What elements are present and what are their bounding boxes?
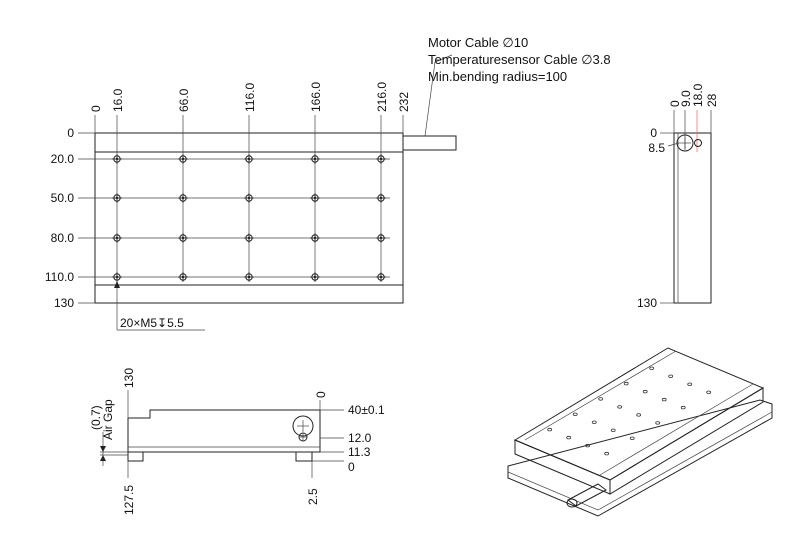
front-dim-12: 12.0 xyxy=(348,431,372,445)
y-extension-lines xyxy=(78,132,390,304)
front-dim-11-3: 11.3 xyxy=(348,445,371,459)
iso-hole xyxy=(642,389,648,394)
iso-hole xyxy=(610,428,616,432)
iso-hole xyxy=(629,436,635,440)
mounting-hole xyxy=(244,193,254,203)
x-dim-232: 232 xyxy=(397,92,411,112)
x-dim-216: 216.0 xyxy=(375,82,389,112)
front-dim-40: 40±0.1 xyxy=(348,403,385,417)
mounting-hole xyxy=(178,193,188,203)
iso-holes xyxy=(547,366,712,456)
y-dim-0: 0 xyxy=(67,126,74,140)
iso-cable xyxy=(567,483,607,507)
iso-hole xyxy=(566,435,572,440)
mounting-hole xyxy=(244,233,254,243)
motor-cable-note: Motor Cable ∅10 xyxy=(428,35,528,50)
cable-notes: Motor Cable ∅10 Temperaturesensor Cable … xyxy=(428,35,611,84)
top-view: 0 16.0 66.0 116.0 166.0 216.0 232 0 20.0… xyxy=(45,54,457,331)
bending-radius-note: Min.bending radius=100 xyxy=(428,69,567,84)
iso-hole xyxy=(655,421,661,425)
iso-hole xyxy=(585,443,591,448)
side-dim-8-5: 8.5 xyxy=(648,141,665,155)
x-dim-116: 116.0 xyxy=(243,83,257,112)
side-dim-18: 18.0 xyxy=(691,83,705,107)
front-dim-0: 0 xyxy=(314,391,328,398)
cable-leader xyxy=(424,54,453,137)
side-dim-0: 0 xyxy=(668,100,682,107)
air-gap-label: Air Gap xyxy=(101,399,115,440)
y-dim-110: 110.0 xyxy=(45,270,74,284)
iso-hole xyxy=(649,366,655,370)
y-dim-50: 50.0 xyxy=(51,191,75,205)
iso-hole xyxy=(623,381,629,386)
hole-note-arrow xyxy=(114,281,120,288)
front-dim-2-5: 2.5 xyxy=(306,488,320,505)
iso-hole xyxy=(598,397,604,401)
iso-hole xyxy=(680,405,686,410)
iso-hole xyxy=(617,405,623,409)
iso-slider-side xyxy=(609,387,764,495)
mounting-hole xyxy=(244,272,254,282)
side-dim-left-0: 0 xyxy=(650,126,657,140)
side-dim-130: 130 xyxy=(637,296,657,310)
cable-stub xyxy=(402,135,457,151)
iso-base-rail xyxy=(507,399,773,517)
iso-hole xyxy=(706,390,712,394)
mounting-hole xyxy=(376,154,386,164)
front-dim-127-5: 127.5 xyxy=(122,485,136,515)
iso-hole xyxy=(661,397,667,402)
side-view: 0 9.0 18.0 28 0 8.5 130 xyxy=(637,83,719,310)
x-dim-66: 66.0 xyxy=(177,88,191,112)
mounting-hole xyxy=(112,154,122,164)
side-view-outline xyxy=(673,132,712,304)
mounting-hole xyxy=(376,233,386,243)
iso-hole xyxy=(636,413,642,417)
sensor-port-circle xyxy=(694,139,702,147)
iso-hole xyxy=(591,420,597,424)
front-dim-130: 130 xyxy=(122,368,136,388)
iso-slider-front xyxy=(514,439,611,495)
y-dim-20: 20.0 xyxy=(51,152,75,166)
front-view: 130 0 40±0.1 12.0 11.3 0 127.5 2.5 (0.7)… xyxy=(89,368,385,515)
iso-hole xyxy=(604,451,610,456)
hole-note: 20×M5↧5.5 xyxy=(120,316,184,330)
iso-hole xyxy=(572,412,578,416)
temp-cable-note: Temperaturesensor Cable ∅3.8 xyxy=(428,52,611,67)
mounting-hole xyxy=(376,193,386,203)
mounting-hole xyxy=(244,154,254,164)
isometric-view xyxy=(507,347,773,517)
mounting-hole xyxy=(178,233,188,243)
front-dim-0b: 0 xyxy=(348,460,355,474)
x-dim-166: 166.0 xyxy=(309,82,323,112)
front-foot-right xyxy=(295,452,313,462)
mounting-hole xyxy=(310,233,320,243)
side-dim-9: 9.0 xyxy=(679,90,693,107)
front-foot-left xyxy=(127,452,144,462)
side-dim-28: 28 xyxy=(705,93,719,107)
cable-port-circle xyxy=(676,134,694,152)
iso-hole xyxy=(668,374,674,378)
mounting-hole xyxy=(178,272,188,282)
iso-hole xyxy=(547,427,553,432)
mounting-hole xyxy=(376,272,386,282)
mounting-hole xyxy=(310,154,320,164)
y-dim-130: 130 xyxy=(54,296,74,310)
mounting-hole xyxy=(112,193,122,203)
y-dim-80: 80.0 xyxy=(51,231,75,245)
air-gap-value: (0.7) xyxy=(89,405,103,430)
front-view-body xyxy=(127,409,321,453)
mounting-hole xyxy=(112,233,122,243)
iso-hole xyxy=(687,382,693,386)
mounting-hole xyxy=(310,272,320,282)
x-dim-0: 0 xyxy=(89,105,103,112)
mounting-hole xyxy=(178,154,188,164)
mounting-holes xyxy=(112,154,386,282)
x-dim-16: 16.0 xyxy=(111,88,125,112)
mounting-hole xyxy=(310,193,320,203)
